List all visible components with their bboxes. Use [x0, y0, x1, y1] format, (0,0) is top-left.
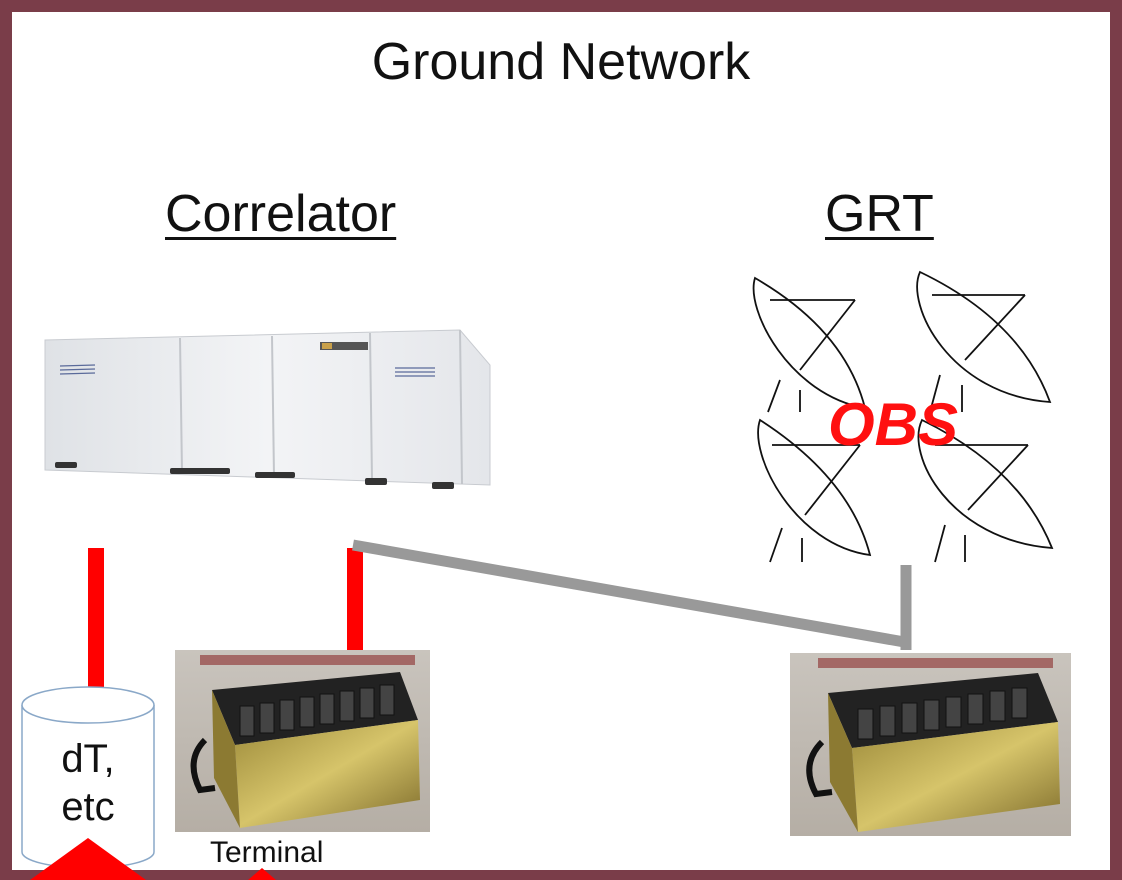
- obs-label: OBS: [828, 391, 959, 458]
- up-arrow-icon: [248, 868, 276, 880]
- antenna-dish-icon: [752, 276, 867, 413]
- storage-label: dT, etc: [22, 735, 154, 831]
- up-arrow-icon: [30, 838, 146, 880]
- storage-cylinder-icon: [21, 686, 155, 869]
- grt-label: GRT: [825, 185, 934, 243]
- storage-label-line2: etc: [61, 785, 115, 829]
- data-recorder-image: [790, 653, 1071, 836]
- storage-label-line1: dT,: [61, 737, 115, 781]
- data-recorder-image: [175, 650, 430, 832]
- correlator-cabinet-image: [44, 329, 491, 489]
- terminal-label: Terminal: [210, 836, 324, 869]
- antenna-array: [752, 270, 1054, 563]
- storage-link-line: [88, 548, 104, 688]
- terminal-link-line: [347, 548, 363, 650]
- up-arrows: [30, 838, 276, 880]
- antenna-dish-icon: [917, 418, 1054, 563]
- gray-link: [352, 539, 912, 650]
- antenna-dish-icon: [757, 418, 872, 563]
- antenna-dish-icon: [916, 270, 1052, 413]
- page-title: Ground Network: [371, 33, 751, 91]
- red-links: [88, 548, 363, 688]
- correlator-label: Correlator: [165, 185, 397, 243]
